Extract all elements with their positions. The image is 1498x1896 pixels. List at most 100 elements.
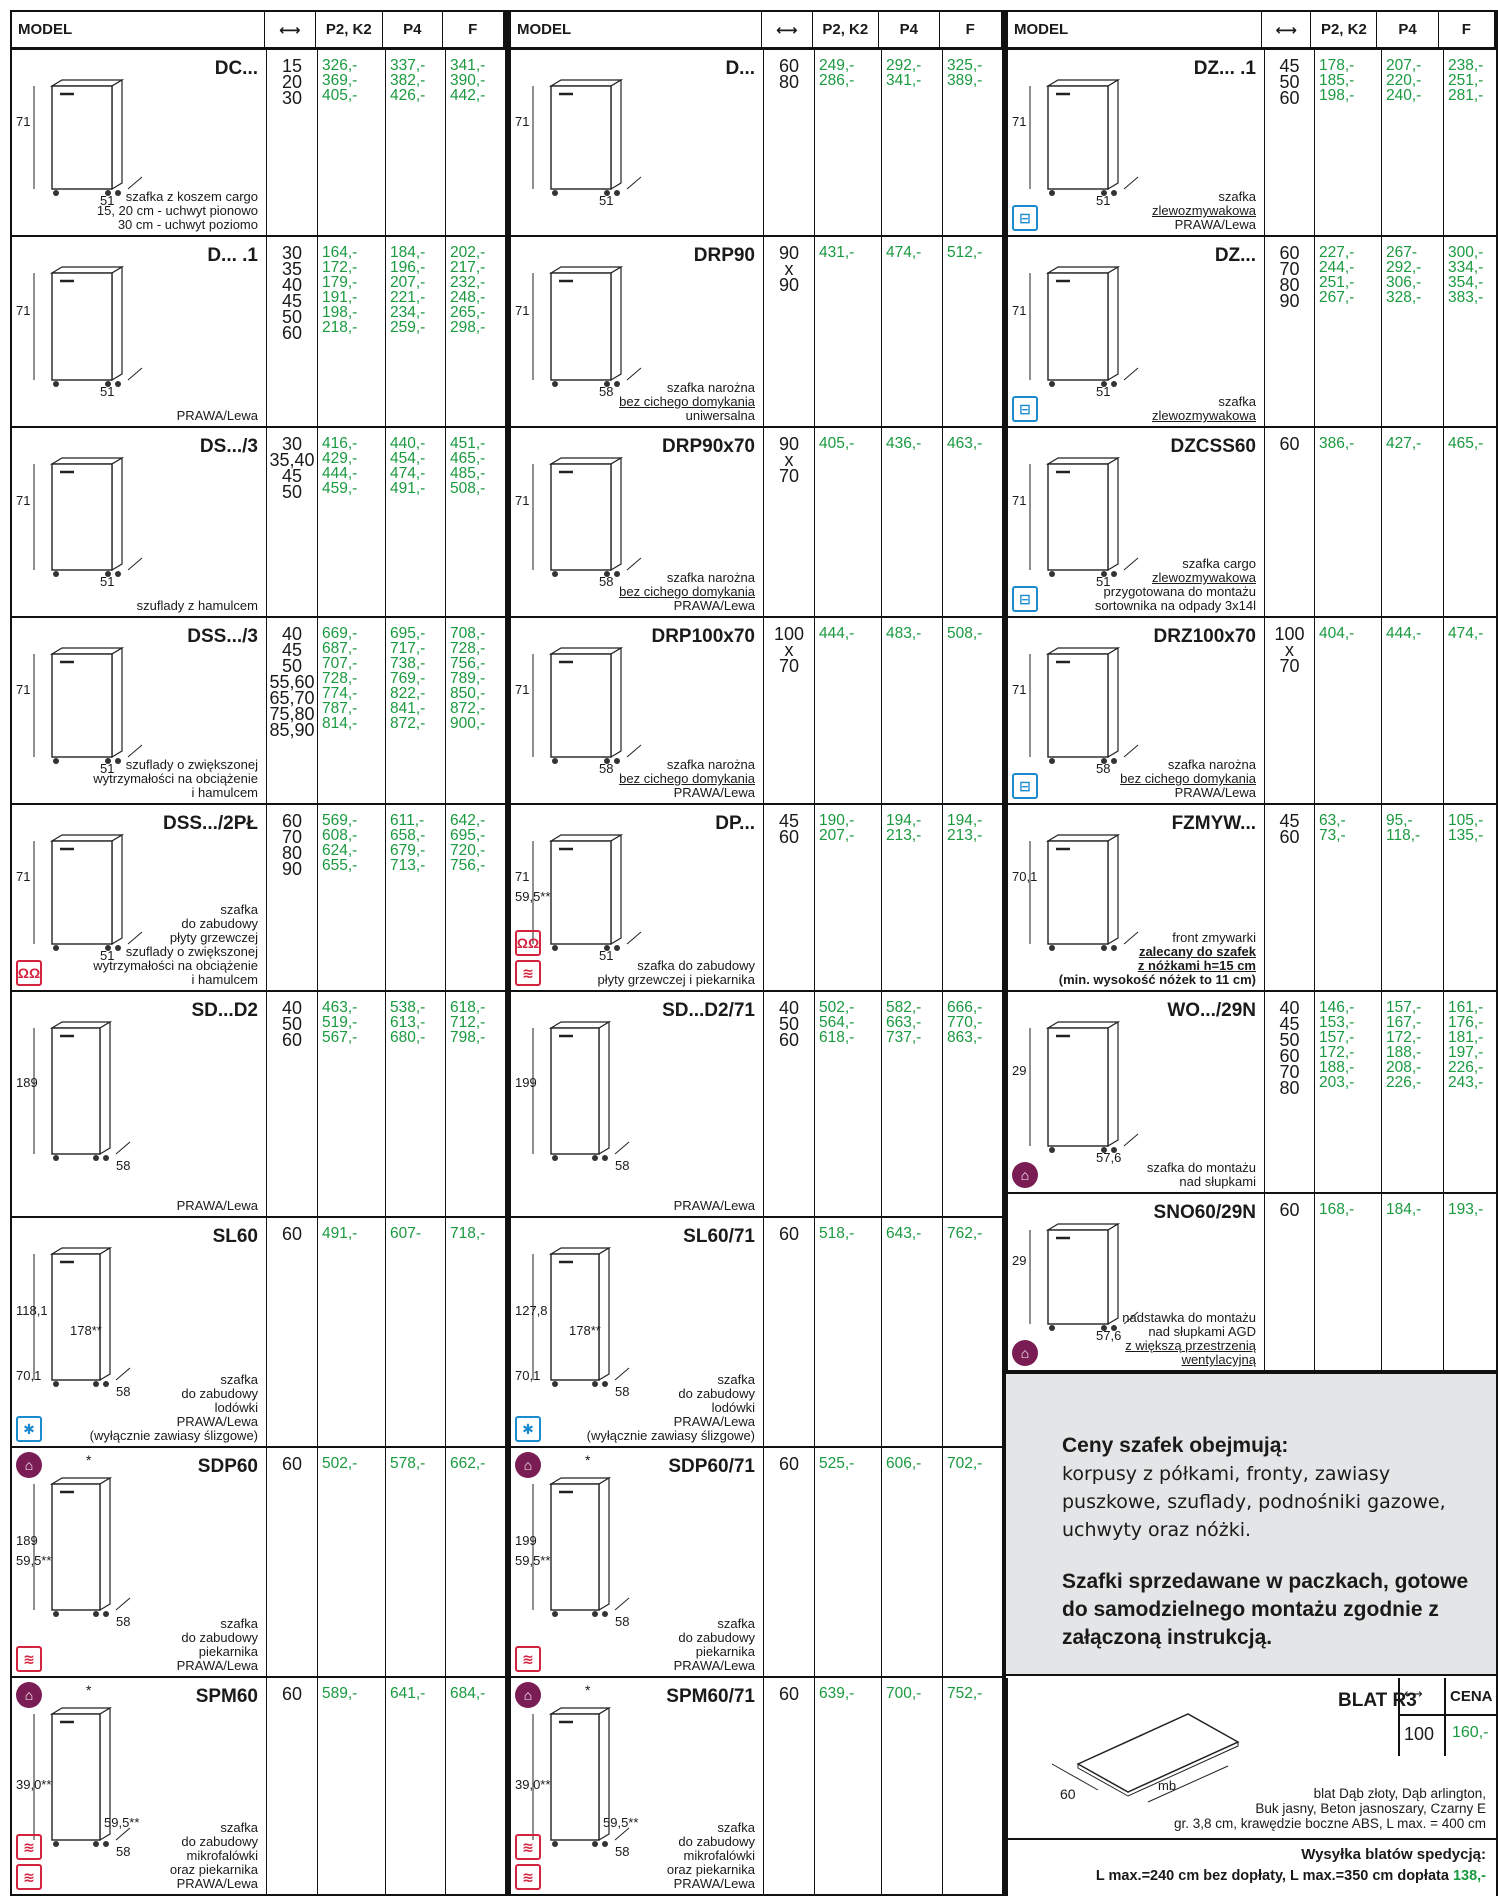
description-line: piekarnika bbox=[695, 1644, 755, 1659]
oven-icon: ≋ bbox=[16, 1834, 42, 1860]
product-description: PRAWA/Lewa bbox=[177, 409, 258, 423]
footnote-star: * bbox=[585, 1682, 591, 1698]
cabinet-drawing bbox=[33, 265, 143, 387]
hob-icon: ΩΩ bbox=[16, 960, 42, 986]
cabinet-drawing bbox=[532, 78, 642, 196]
price-cell-p4: 483,- bbox=[882, 618, 943, 803]
cabinet-drawing bbox=[33, 456, 143, 577]
description-line: (wyłącznie zawiasy ślizgowe) bbox=[89, 1428, 258, 1443]
width-values: 15 20 30 bbox=[281, 56, 303, 108]
price-values: 194,- 213,- bbox=[947, 812, 983, 844]
size-cell: 40 45 50 55,60 65,70 75,80 85,90 bbox=[267, 618, 318, 803]
description-line: bez cichego domykania bbox=[1120, 771, 1256, 786]
price-values: 300,- 334,- 354,- 383,- bbox=[1448, 244, 1484, 306]
description-line: przygotowana do montażu bbox=[1103, 584, 1256, 599]
dimension-height: 71 bbox=[1012, 681, 1027, 697]
header-model: MODEL bbox=[12, 12, 265, 47]
description-line: do zabudowy bbox=[181, 1386, 258, 1401]
price-cell-p2k2: 639,- bbox=[815, 1678, 882, 1894]
price-cell-p2k2: 227,- 244,- 251,- 267,- bbox=[1315, 237, 1382, 426]
size-cell: 60 bbox=[1265, 428, 1315, 616]
description-line: PRAWA/Lewa bbox=[673, 1658, 755, 1673]
oven-icon: ≋ bbox=[515, 1864, 541, 1890]
price-values: 386,- bbox=[1319, 435, 1355, 452]
product-description: PRAWA/Lewa bbox=[674, 1199, 755, 1213]
dimension-depth: 51 bbox=[100, 193, 115, 208]
price-cell-p4: 267- 292,- 306,- 328,- bbox=[1382, 237, 1444, 426]
header-price-p4: P4 bbox=[1377, 12, 1439, 47]
product-description: szuflady z hamulcem bbox=[137, 599, 258, 613]
size-cell: 40 45 50 60 70 80 bbox=[1265, 992, 1315, 1192]
price-cell-p4: 578,- bbox=[386, 1448, 446, 1676]
price-values: 578,- bbox=[390, 1455, 426, 1472]
price-cell-p4: 538,- 613,- 680,- bbox=[386, 992, 446, 1216]
price-values: 538,- 613,- 680,- bbox=[390, 999, 426, 1046]
worktop-price: 160,- bbox=[1452, 1724, 1489, 1741]
product-name: DZ... .1 bbox=[1193, 58, 1256, 79]
cabinet-drawing bbox=[1029, 1020, 1139, 1153]
price-values: 341,- 390,- 442,- bbox=[450, 57, 486, 104]
description-line: wentylacyjną bbox=[1181, 1352, 1256, 1367]
cabinet-drawing bbox=[532, 265, 642, 387]
price-cell-p4: 207,- 220,- 240,- bbox=[1382, 50, 1444, 235]
dimension-height: 71 bbox=[1012, 113, 1027, 129]
dimension-inner: 39,0** bbox=[16, 1777, 52, 1792]
price-values: 178,- 185,- 198,- bbox=[1319, 57, 1355, 104]
price-cell-p4: 157,- 167,- 172,- 188,- 208,- 226,- bbox=[1382, 992, 1444, 1192]
width-values: 45 60 bbox=[1279, 811, 1300, 847]
description-line: piekarnika bbox=[198, 1644, 258, 1659]
price-values: 702,- bbox=[947, 1455, 983, 1472]
worktop-name: BLAT R3 bbox=[1338, 1690, 1417, 1711]
sink-icon: ⊟ bbox=[1012, 205, 1038, 231]
price-values: 582,- 663,- 737,- bbox=[886, 999, 922, 1046]
price-cell-f: 451,- 465,- 485,- 508,- bbox=[446, 428, 505, 616]
header-model: MODEL bbox=[1008, 12, 1262, 47]
cabinet-drawing bbox=[532, 1020, 630, 1161]
product-name: DRP100x70 bbox=[651, 626, 755, 647]
dimension-depth: 58 bbox=[599, 384, 614, 399]
note-title: Ceny szafek obejmują: bbox=[1062, 1434, 1289, 1457]
price-cell-p2k2: 405,- bbox=[815, 428, 882, 616]
price-cell-p2k2: 386,- bbox=[1315, 428, 1382, 616]
description-line: zalecany do szafek bbox=[1138, 944, 1256, 959]
hood-icon: ⌂ bbox=[16, 1682, 42, 1708]
price-cell-p4: 582,- 663,- 737,- bbox=[882, 992, 943, 1216]
dimension-inner-lower: 59,5** bbox=[603, 1815, 639, 1830]
dimension-depth: 51 bbox=[599, 193, 614, 208]
product-name: SPM60 bbox=[195, 1686, 258, 1707]
shipping-title: Wysyłka blatów spedycją: bbox=[1301, 1846, 1486, 1863]
price-cell-f: 752,- bbox=[943, 1678, 1003, 1894]
price-cell-p2k2: 190,- 207,- bbox=[815, 805, 882, 990]
price-cell-f: 300,- 334,- 354,- 383,- bbox=[1444, 237, 1496, 426]
description-line: z większą przestrzenią bbox=[1125, 1338, 1256, 1353]
description-line: PRAWA/Lewa bbox=[176, 408, 258, 423]
width-values: 60 bbox=[281, 1454, 303, 1474]
price-cell-f: 238,- 251,- 281,- bbox=[1444, 50, 1496, 235]
header-model: MODEL bbox=[511, 12, 762, 47]
price-cell-f: 642,- 695,- 720,- 756,- bbox=[446, 805, 505, 990]
price-cell-p4: 695,- 717,- 738,- 769,- 822,- 841,- 872,… bbox=[386, 618, 446, 803]
price-values: 267- 292,- 306,- 328,- bbox=[1386, 244, 1422, 306]
width-values: 40 50 60 bbox=[281, 998, 303, 1050]
price-values: 427,- bbox=[1386, 435, 1422, 452]
description-line: (wyłącznie zawiasy ślizgowe) bbox=[586, 1428, 755, 1443]
description-line: PRAWA/Lewa bbox=[673, 598, 755, 613]
price-cell-f: 325,- 389,- bbox=[943, 50, 1003, 235]
description-line: sortownika na odpady 3x14l bbox=[1094, 598, 1256, 613]
